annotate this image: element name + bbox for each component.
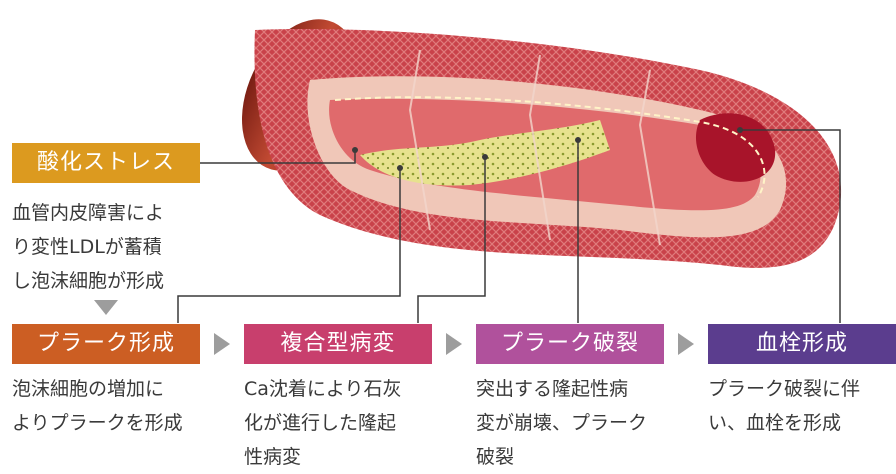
stage-desc-thrombus-formation: プラーク破裂に伴 い、血栓を形成 <box>708 372 860 440</box>
stage-label-complex-lesion: 複合型病変 <box>244 324 432 364</box>
stage-label-oxidative-stress: 酸化ストレス <box>12 143 200 183</box>
triangle-down-icon <box>94 300 118 315</box>
stage-desc-plaque-formation: 泡沫細胞の増加に よりプラークを形成 <box>12 372 183 440</box>
stage-label-plaque-rupture: プラーク破裂 <box>476 324 664 364</box>
stage-label-thrombus-formation: 血栓形成 <box>708 324 896 364</box>
stage-desc-complex-lesion: Ca沈着により石灰 化が進行した隆起 性病変 <box>244 372 402 474</box>
stage-desc-plaque-rupture: 突出する隆起性病 変が崩壊、プラーク 破裂 <box>476 372 647 474</box>
triangle-right-icon <box>446 333 462 355</box>
triangle-right-icon <box>678 333 694 355</box>
stage-label-plaque-formation: プラーク形成 <box>12 324 200 364</box>
stage-desc-oxidative-stress: 血管内皮障害によ り変性LDLが蓄積 し泡沫細胞が形成 <box>12 196 164 298</box>
triangle-right-icon <box>214 333 230 355</box>
